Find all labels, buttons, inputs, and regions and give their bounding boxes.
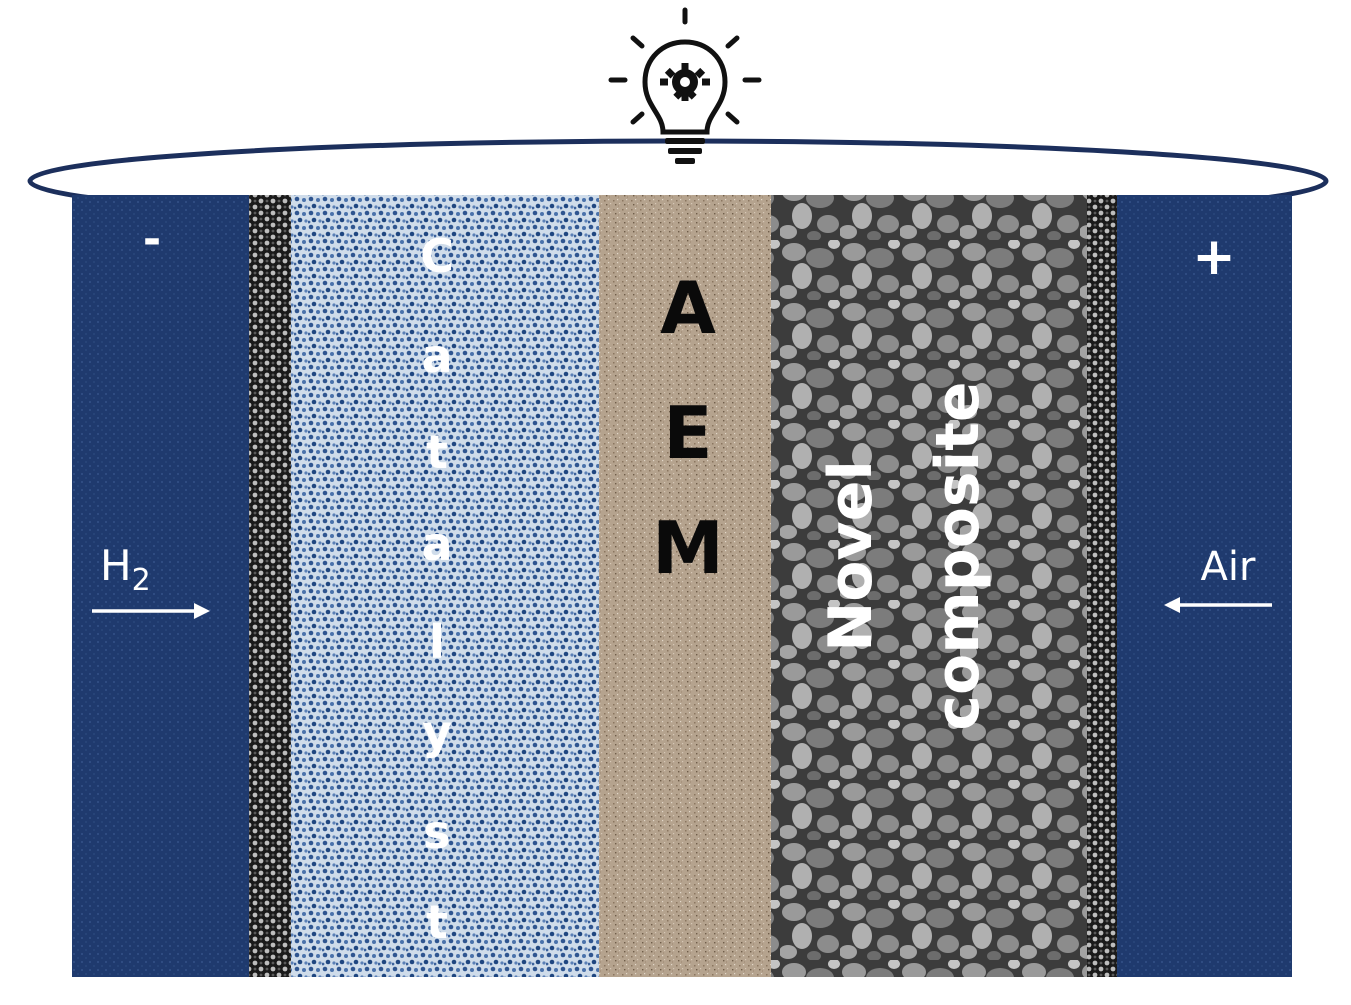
cathode-sign: + xyxy=(1192,227,1236,287)
arrow-left-icon xyxy=(1164,597,1272,613)
composite-label: Novel composite xyxy=(816,381,993,730)
aem-layer xyxy=(599,195,771,977)
lightbulb-gear-icon xyxy=(608,7,762,164)
composite-label-line2: composite xyxy=(923,381,993,730)
catalyst-letter: t xyxy=(426,895,448,949)
catalyst-letter: t xyxy=(426,425,448,479)
composite-label-line1: Novel xyxy=(816,460,886,652)
anode-electrode xyxy=(72,195,249,977)
catalyst-letter: a xyxy=(421,517,452,571)
cathode-gas-label: Air xyxy=(1201,544,1256,590)
anode-gas-diffusion-layer xyxy=(249,195,291,977)
cathode-gas-diffusion-layer xyxy=(1087,195,1117,977)
anode-gas-label: H2 xyxy=(100,541,151,598)
catalyst-letter: a xyxy=(421,329,452,383)
catalyst-letter: s xyxy=(423,805,450,859)
composite-layer xyxy=(771,195,1087,977)
catalyst-letter: C xyxy=(420,229,454,283)
catalyst-layer xyxy=(291,195,599,977)
catalyst-label: C a t a l y s t xyxy=(420,229,454,949)
aem-label: A E M xyxy=(652,266,724,590)
arrow-right-icon xyxy=(92,603,210,619)
aem-letter: E xyxy=(663,391,712,475)
aem-letter: M xyxy=(652,506,724,590)
anode-sign: - xyxy=(143,214,161,265)
aem-letter: A xyxy=(660,266,716,350)
cathode-electrode xyxy=(1117,195,1292,977)
catalyst-letter: l xyxy=(429,615,445,669)
catalyst-letter: y xyxy=(422,705,452,759)
